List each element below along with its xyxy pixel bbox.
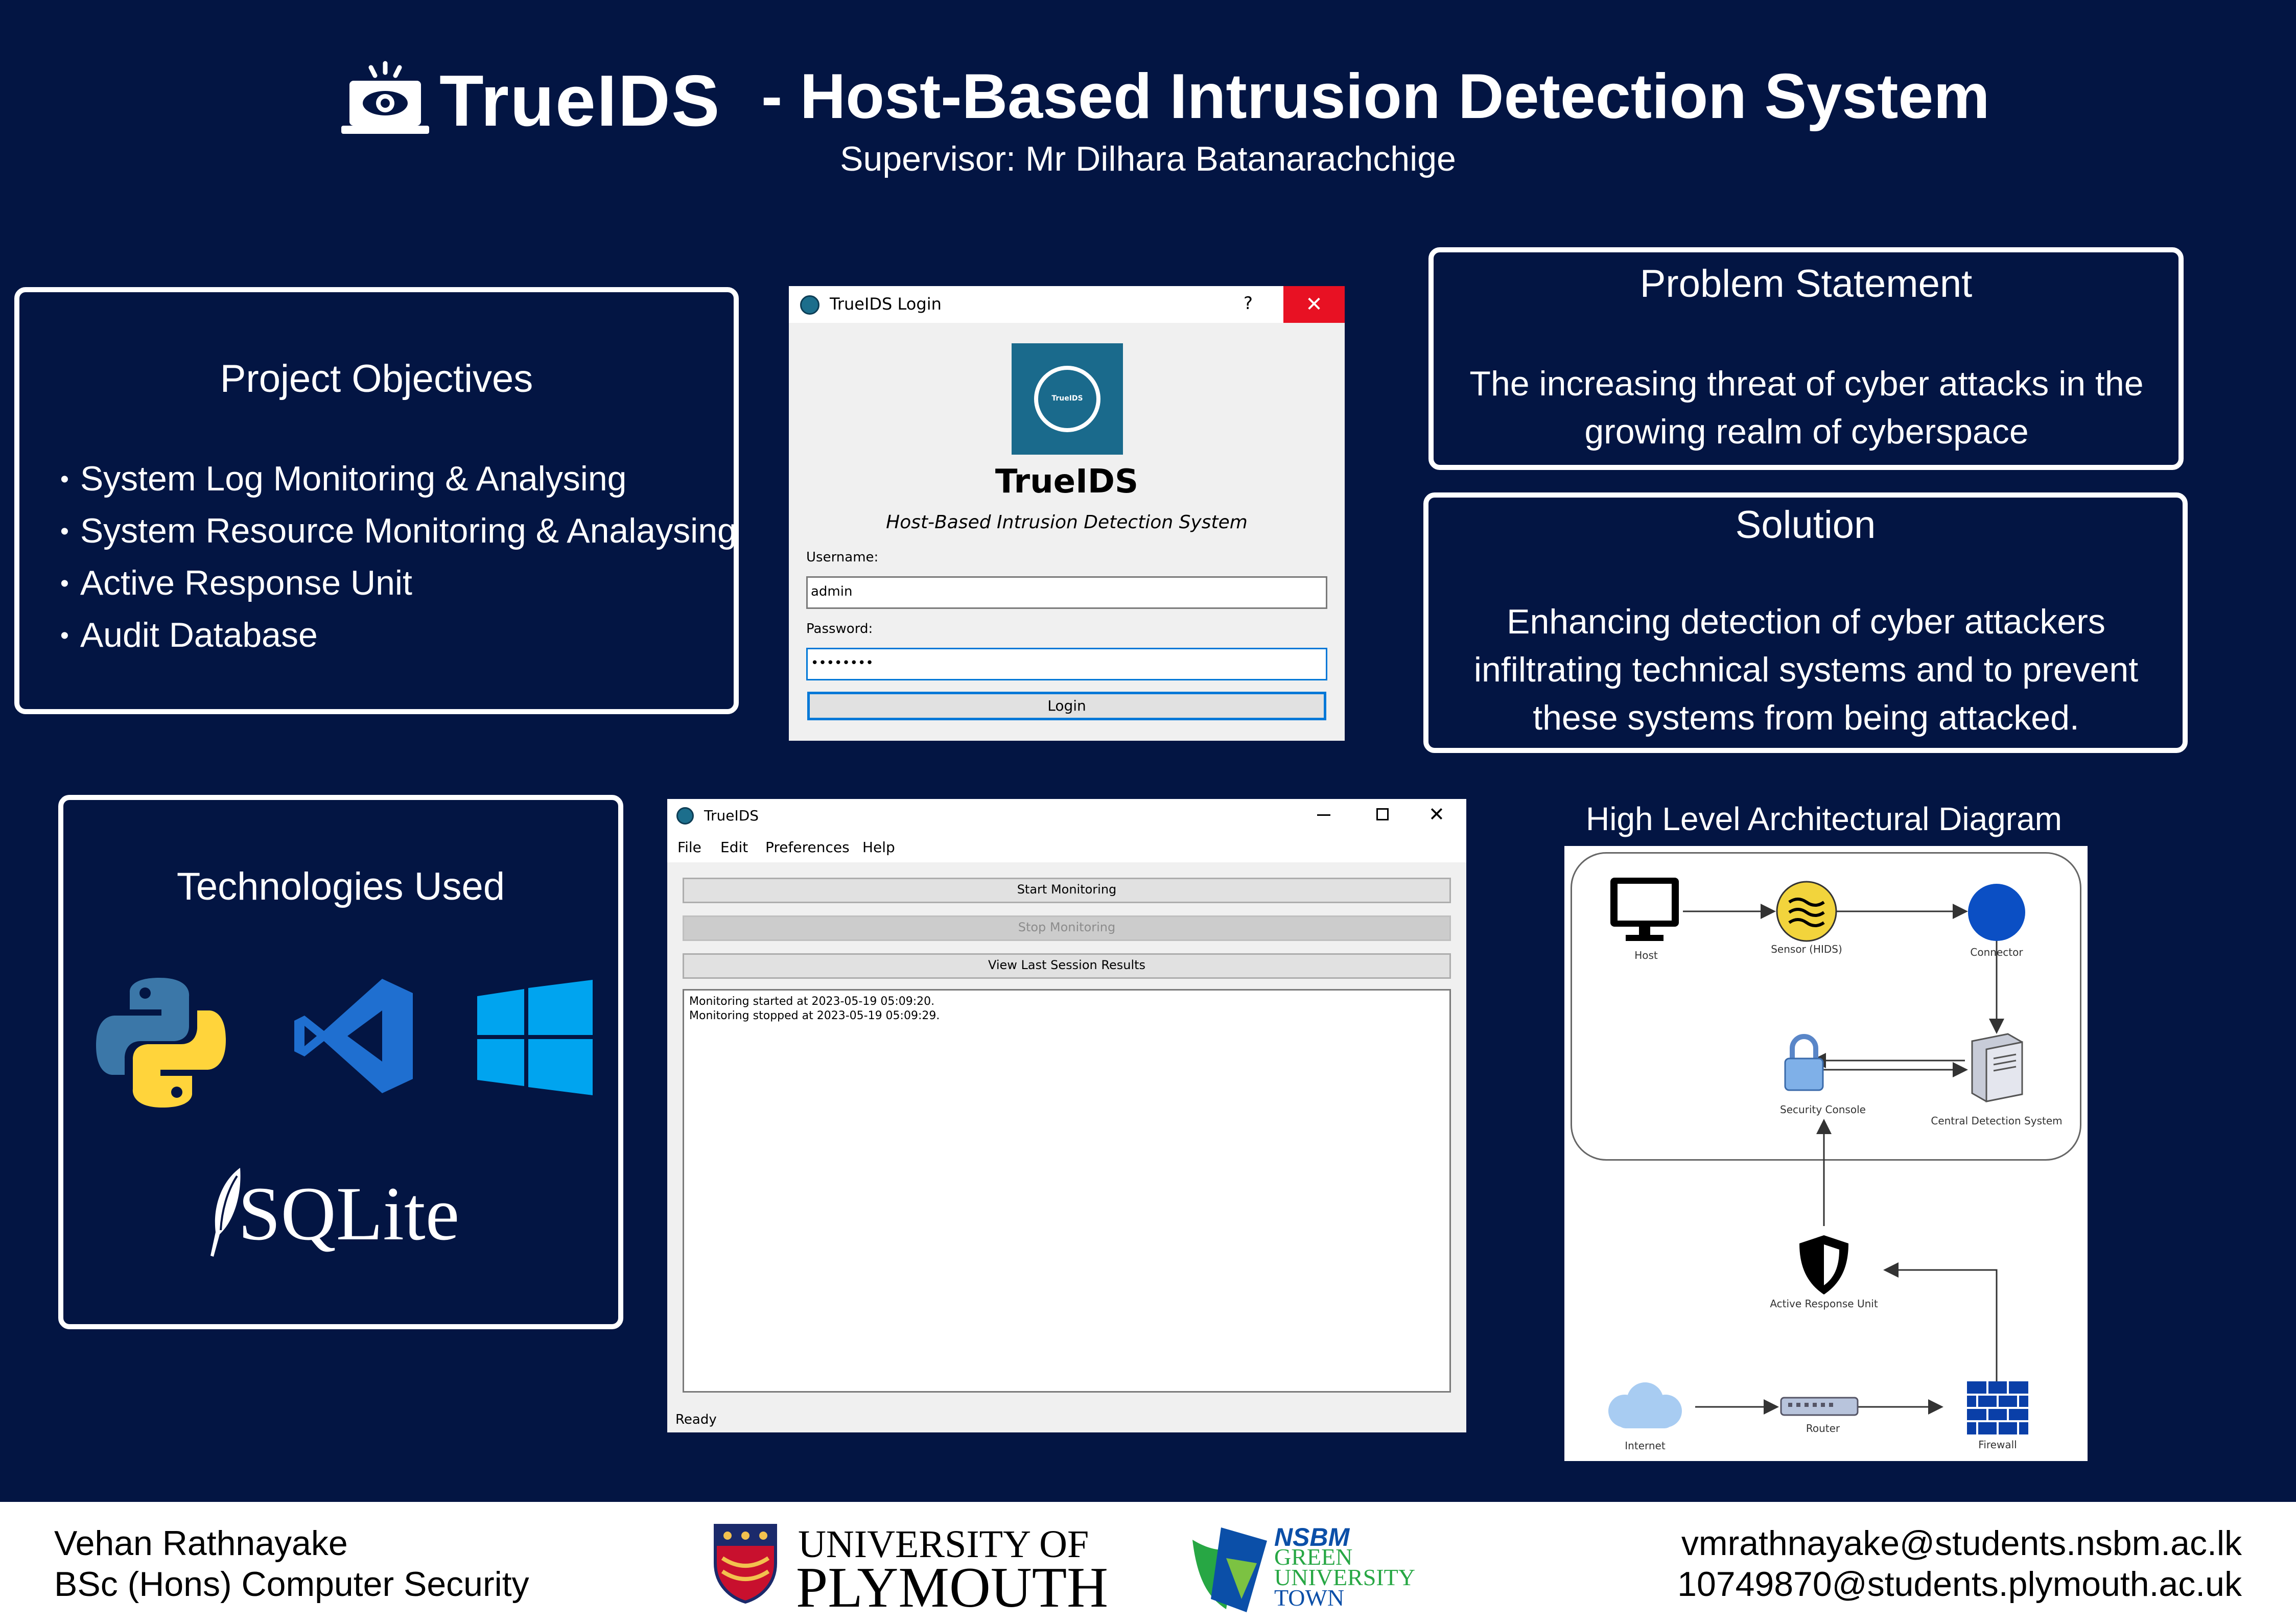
laptop-eye-icon: [339, 60, 431, 142]
list-item: Active Response Unit: [60, 559, 737, 611]
console-label: Security Console: [1780, 1103, 1866, 1116]
nsbm-line3: UNIVERSITY: [1274, 1564, 1415, 1590]
windows-icon: [477, 980, 593, 1095]
login-subtitle: Host-Based Intrusion Detection System: [886, 512, 1248, 533]
log-line: Monitoring started at 2023-05-19 05:09:2…: [689, 995, 935, 1008]
menu-bar: File Edit Preferences Help: [667, 832, 1466, 862]
vscode-icon: [292, 975, 415, 1097]
menu-preferences[interactable]: Preferences: [765, 839, 850, 856]
solution-title: Solution: [1735, 503, 1876, 547]
sensor-icon: [1775, 880, 1838, 943]
main-window-title: TrueIDS: [704, 807, 759, 824]
python-icon: [92, 974, 230, 1112]
email-nsbm[interactable]: vmrathnayake@students.nsbm.ac.lk: [1681, 1524, 2242, 1563]
router-label: Router: [1806, 1422, 1840, 1434]
username-label: Username:: [806, 550, 879, 565]
author-degree: BSc (Hons) Computer Security: [54, 1565, 529, 1604]
problem-text: The increasing threat of cyber attacks i…: [1469, 364, 2144, 451]
brand-logo-text: TrueIDS: [439, 60, 721, 142]
main-titlebar: TrueIDS ✕: [667, 799, 1466, 832]
host-group: [1571, 852, 2081, 1161]
problem-title: Problem Statement: [1639, 262, 1973, 305]
log-line: Monitoring stopped at 2023-05-19 05:09:2…: [689, 1009, 940, 1022]
objectives-title: Project Objectives: [220, 357, 533, 401]
cloud-icon: [1602, 1380, 1687, 1429]
logo-text: TrueIDS: [1051, 394, 1083, 403]
main-window: TrueIDS ✕ File Edit Preferences Help Sta…: [667, 799, 1466, 1432]
sqlite-text: SQLite: [238, 1171, 460, 1256]
shield-icon: [1795, 1233, 1853, 1297]
host-icon: [1608, 876, 1681, 943]
architecture-title: High Level Architectural Diagram: [1586, 801, 2062, 837]
sensor-label: Sensor (HIDS): [1771, 943, 1842, 955]
technologies-title: Technologies Used: [176, 865, 505, 908]
nsbm-logo-icon: [1190, 1522, 1272, 1614]
maximize-icon[interactable]: [1376, 808, 1389, 820]
start-monitoring-button[interactable]: Start Monitoring: [683, 878, 1451, 903]
connector-label: Connector: [1970, 946, 2023, 958]
password-label: Password:: [806, 621, 873, 637]
architecture-diagram: Host Sensor (HIDS) Connector Security Co…: [1564, 846, 2088, 1461]
cds-label: Central Detection System: [1931, 1115, 2063, 1127]
stop-monitoring-button[interactable]: Stop Monitoring: [683, 915, 1451, 941]
username-field[interactable]: admin: [806, 576, 1327, 609]
problem-panel: Problem Statement The increasing threat …: [1428, 247, 2184, 470]
password-field[interactable]: ••••••••: [806, 648, 1327, 680]
objectives-panel: Project Objectives System Log Monitoring…: [14, 287, 739, 714]
nsbm-line4: TOWN: [1274, 1585, 1345, 1611]
log-textarea[interactable]: Monitoring started at 2023-05-19 05:09:2…: [683, 989, 1451, 1393]
list-item: System Log Monitoring & Analysing: [60, 455, 737, 507]
author-name: Vehan Rathnayake: [54, 1524, 348, 1563]
list-item: System Resource Monitoring & Analaysing: [60, 507, 737, 559]
login-titlebar: TrueIDS Login ? ✕: [789, 286, 1345, 323]
login-logo: TrueIDS: [1012, 343, 1123, 455]
login-app-name: TrueIDS: [995, 463, 1139, 501]
logo-ring-icon: TrueIDS: [1034, 366, 1100, 432]
router-icon: [1779, 1394, 1860, 1419]
footer: Vehan Rathnayake BSc (Hons) Computer Sec…: [0, 1502, 2296, 1624]
host-label: Host: [1634, 949, 1658, 961]
plymouth-crest-icon: [712, 1522, 779, 1604]
page-title: - Host-Based Intrusion Detection System: [761, 61, 1990, 132]
close-icon: ✕: [1305, 293, 1323, 316]
menu-file[interactable]: File: [677, 839, 701, 856]
close-button[interactable]: ✕: [1283, 286, 1345, 323]
menu-help[interactable]: Help: [862, 839, 895, 856]
plymouth-line1: UNIVERSITY OF: [798, 1523, 1089, 1566]
login-button[interactable]: Login: [807, 692, 1326, 720]
aru-label: Active Response Unit: [1770, 1298, 1878, 1310]
objectives-list: System Log Monitoring & Analysing System…: [60, 455, 737, 663]
nsbm-line1: NSBM: [1274, 1523, 1350, 1551]
view-results-button[interactable]: View Last Session Results: [683, 953, 1451, 979]
server-icon: [1965, 1031, 2026, 1103]
list-item: Audit Database: [60, 611, 737, 663]
solution-panel: Solution Enhancing detection of cyber at…: [1423, 492, 2188, 753]
app-icon: [800, 295, 819, 315]
lock-icon: [1782, 1033, 1826, 1092]
internet-label: Internet: [1625, 1440, 1666, 1452]
nsbm-line2: GREEN: [1274, 1544, 1353, 1570]
email-plymouth[interactable]: 10749870@students.plymouth.ac.uk: [1677, 1565, 2242, 1604]
supervisor-text: Supervisor: Mr Dilhara Batanarachchige: [840, 139, 1456, 178]
firewall-icon: [1966, 1380, 2029, 1435]
login-window-title: TrueIDS Login: [830, 294, 942, 314]
technologies-panel: Technologies Used SQLite: [58, 795, 623, 1329]
firewall-label: Firewall: [1978, 1439, 2017, 1451]
sqlite-icon: SQLite: [206, 1166, 482, 1263]
login-window: TrueIDS Login ? ✕ TrueIDS TrueIDS Host-B…: [789, 286, 1345, 741]
connector-icon: [1968, 884, 2025, 941]
status-bar: Ready: [675, 1412, 717, 1427]
minimize-icon[interactable]: [1317, 814, 1330, 816]
menu-edit[interactable]: Edit: [720, 839, 748, 856]
solution-text: Enhancing detection of cyber attackers i…: [1473, 602, 2139, 737]
diagram-arrows: [1683, 904, 2004, 1415]
close-icon[interactable]: ✕: [1428, 803, 1445, 826]
plymouth-line2: PLYMOUTH: [796, 1556, 1109, 1619]
app-icon: [676, 807, 694, 825]
help-button[interactable]: ?: [1244, 293, 1253, 314]
